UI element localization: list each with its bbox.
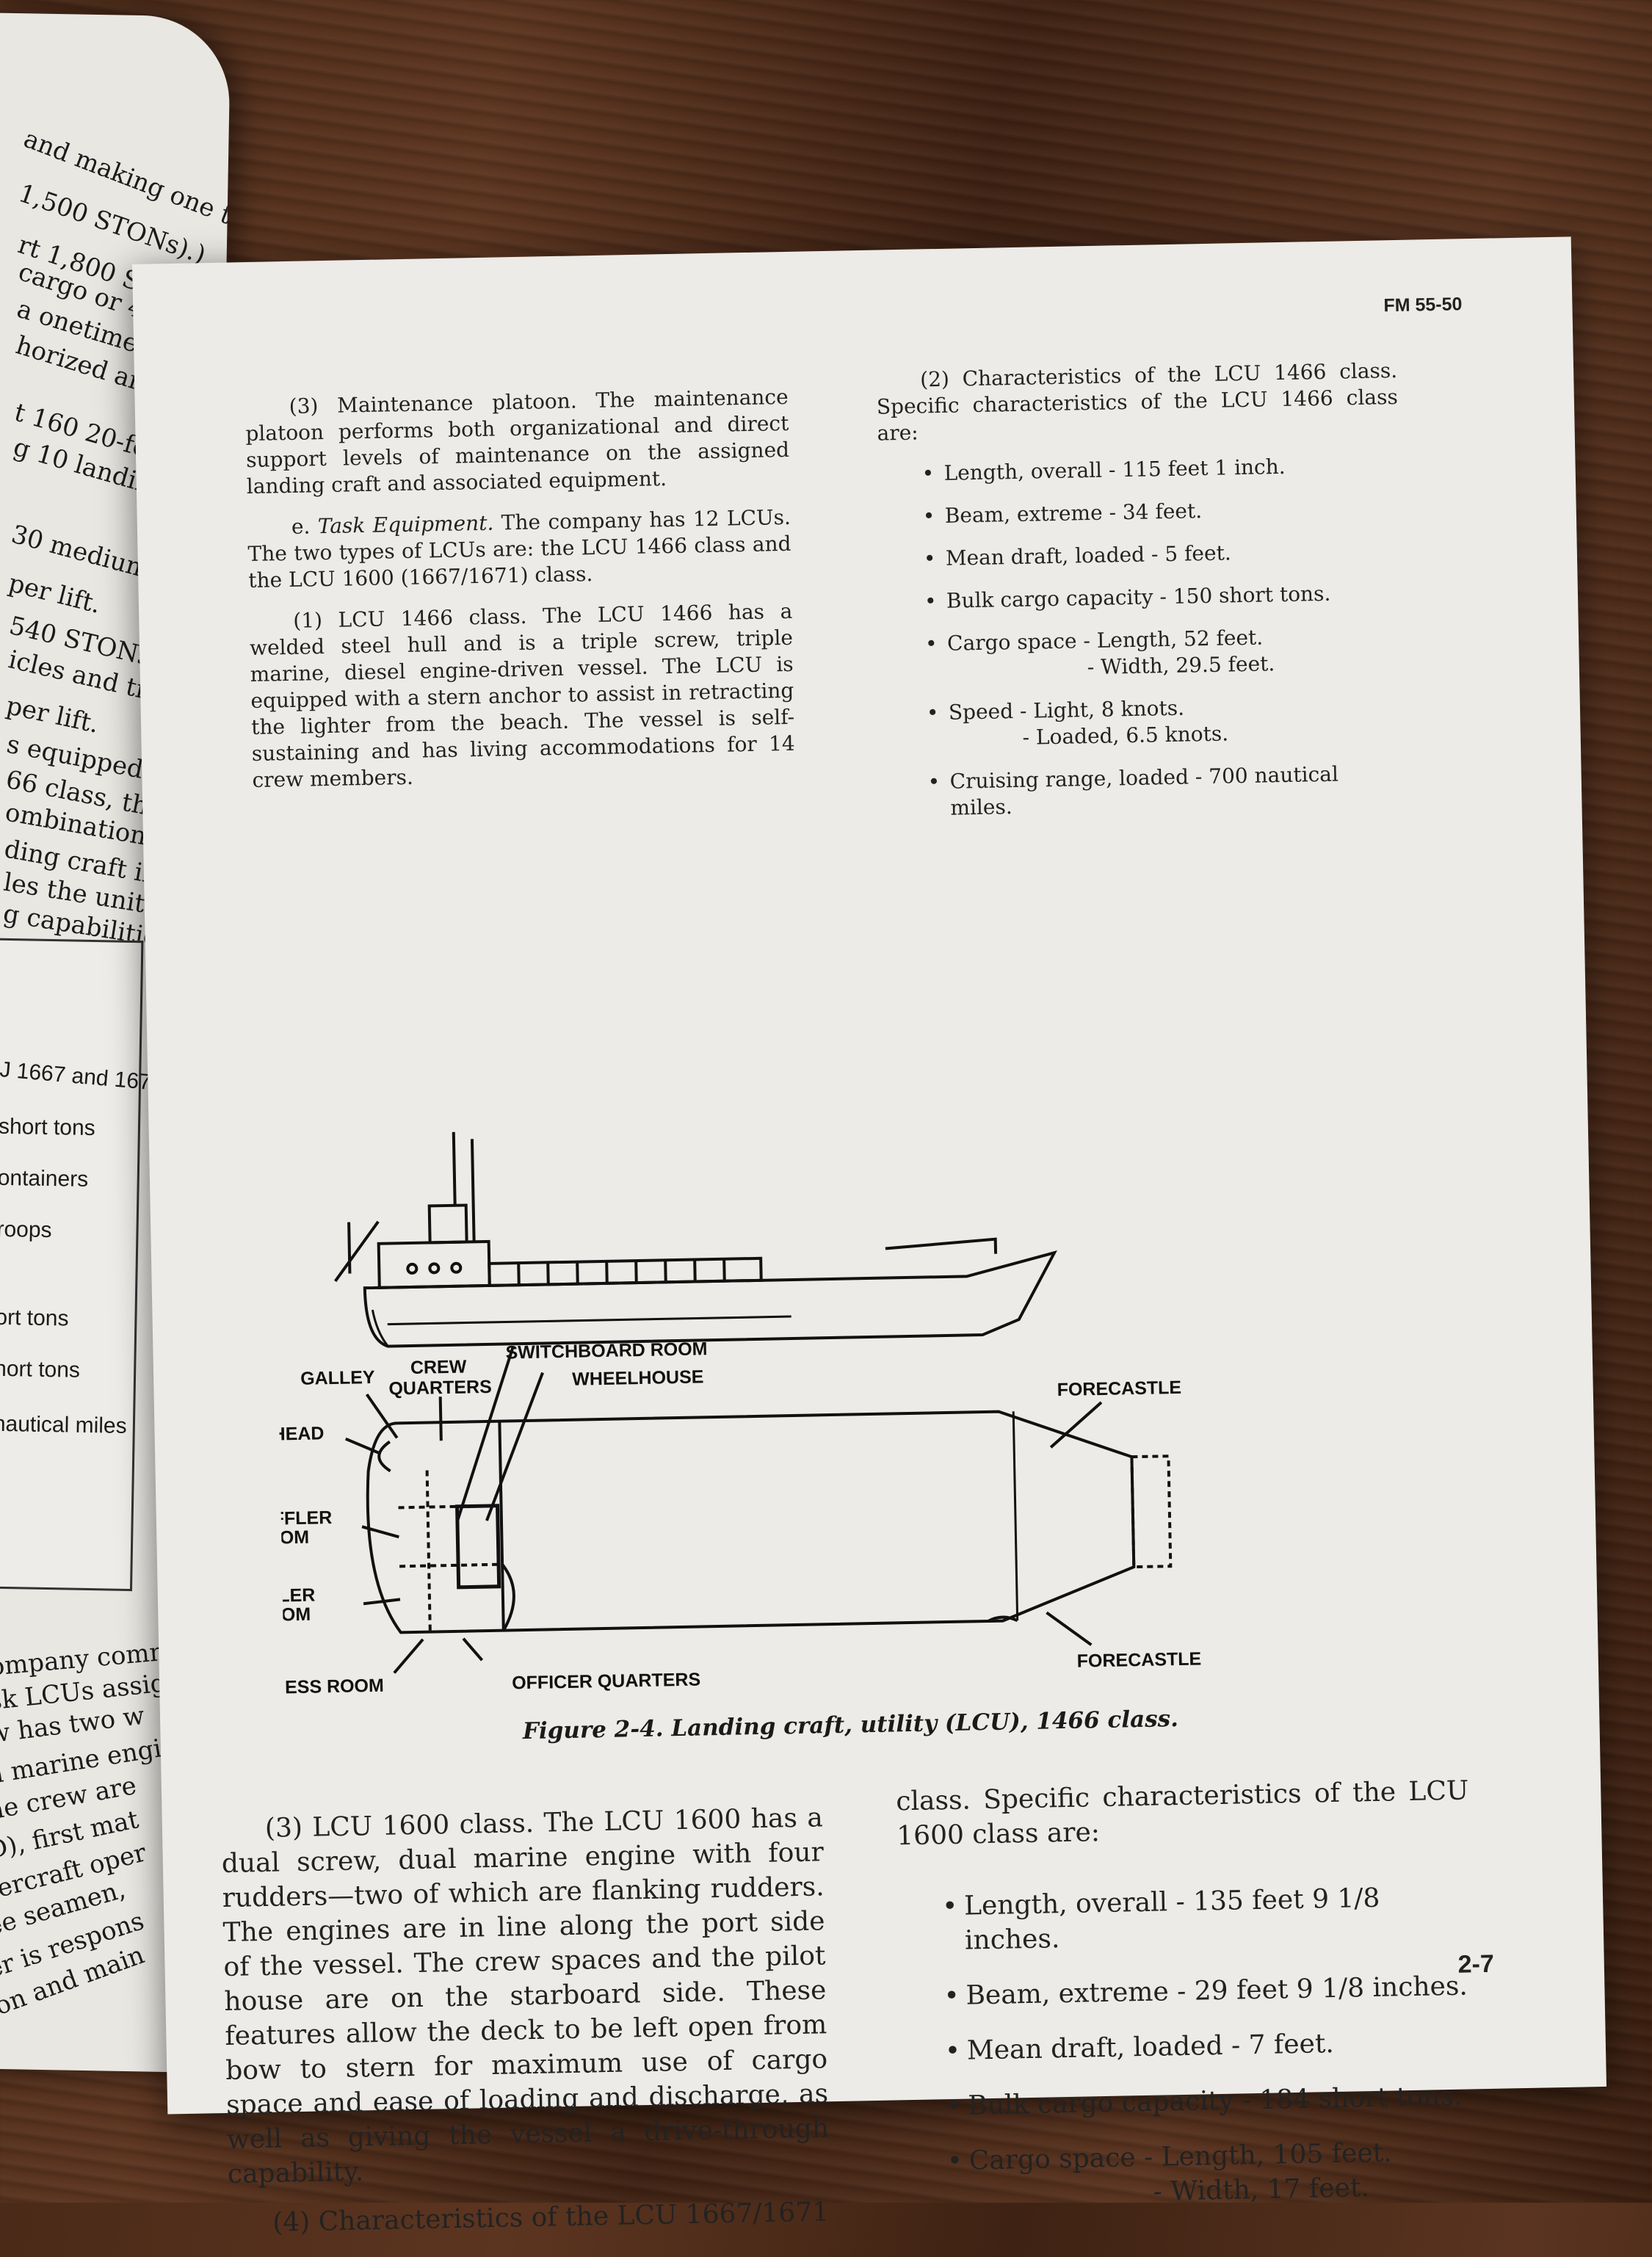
hull-side <box>363 1250 1058 1348</box>
task-equipment-heading: Task Equipment. <box>317 510 494 539</box>
arrow-officer <box>462 1637 484 1662</box>
left-table-cell: ontainers <box>0 1165 89 1192</box>
forecastle-hatch <box>987 1615 1018 1623</box>
paragraph-lcu-1466: (1) LCU 1466 class. The LCU 1466 has a w… <box>249 598 796 792</box>
list-item: Beam, extreme - 34 feet. <box>922 494 1400 529</box>
paragraph-1600-intro: class. Specific characteristics of the L… <box>895 1775 1469 1852</box>
arrow-mess <box>393 1638 424 1674</box>
list-item: Mean draft, loaded - 7 feet. <box>944 2024 1474 2068</box>
list-item: Cruising range, loaded - 700 nautical mi… <box>927 760 1405 822</box>
list-item-cargo-space: Cargo space - Length, 105 feet.- Width, … <box>946 2134 1477 2213</box>
bow-rail <box>885 1237 998 1254</box>
stack <box>470 1139 476 1242</box>
document-id: FM 55-50 <box>1383 294 1463 316</box>
manual-page: FM 55-50 (3) Maintenance platoon. The ma… <box>132 236 1607 2238</box>
lcu-1466-figure: GALLEY CREW QUARTERS SWITCHBOARD ROOM WH… <box>244 1107 1386 1701</box>
arrow-forecastle-bottom <box>1046 1611 1093 1646</box>
paragraph-maintenance-platoon: (3) Maintenance platoon. The maintenance… <box>245 384 790 499</box>
wall-rib <box>605 1261 609 1283</box>
left-page-table <box>0 938 144 1592</box>
label-officer-quarters: OFFICER QUARTERS <box>512 1669 700 1693</box>
wall-rib <box>664 1260 667 1283</box>
arrow-wheelhouse <box>485 1372 544 1521</box>
officer-door <box>501 1563 515 1631</box>
lower-right-column: class. Specific characteristics of the L… <box>896 1773 1477 2234</box>
label-crew: CREW <box>410 1357 467 1378</box>
list-item: Beam, extreme - 29 feet 9 1/8 inches. <box>943 1968 1473 2013</box>
head-symbol <box>377 1440 391 1473</box>
label-muffler-room: ROOM <box>274 1527 310 1548</box>
mast <box>452 1131 457 1206</box>
partition <box>399 1562 503 1568</box>
plan-view <box>366 1410 1173 1634</box>
list-item-speed: Speed - Light, 8 knots.- Loaded, 6.5 kno… <box>927 691 1405 753</box>
switchboard-room-block <box>455 1504 501 1590</box>
label-muffler: MUFFLER <box>274 1507 333 1529</box>
arrow-switchboard <box>456 1347 515 1522</box>
cargo-length: Cargo space - Length, 52 feet. <box>946 625 1264 656</box>
wall-rib <box>634 1261 638 1283</box>
bulkhead <box>498 1421 505 1631</box>
list-item: Bulk cargo capacity - 184 short tons. <box>946 2079 1475 2123</box>
speed-light: Speed - Light, 8 knots. <box>948 695 1185 725</box>
side-profile <box>334 1131 1058 1348</box>
list-1466-characteristics: Length, overall - 115 feet 1 inch. Beam,… <box>921 452 1405 822</box>
label-quarters: QUARTERS <box>388 1377 492 1399</box>
pilot-house <box>427 1203 468 1245</box>
figure-caption: Figure 2-4. Landing craft, utility (LCU)… <box>522 1706 1179 1745</box>
porthole <box>428 1262 441 1275</box>
list-item-cargo-space: Cargo space - Length, 52 feet.- Width, 2… <box>925 622 1403 684</box>
forecastle-bulkhead <box>1012 1411 1019 1621</box>
leader-arrows <box>344 1347 1103 1674</box>
list-1600-characteristics: Length, overall - 135 feet 9 1/8 inches.… <box>942 1879 1477 2213</box>
stern-curve <box>371 1309 389 1347</box>
list-item: Mean draft, loaded - 5 feet. <box>924 537 1402 572</box>
label-switchboard-room: SWITCHBOARD ROOM <box>505 1338 707 1363</box>
paragraph-task-equipment: e. Task Equipment. The company has 12 LC… <box>247 504 792 594</box>
page-number: 2-7 <box>1457 1949 1495 1979</box>
label-mess-room: MESS ROOM <box>274 1675 384 1698</box>
cargo-wing-wall <box>488 1256 763 1287</box>
label-head: HEAD <box>274 1423 325 1444</box>
label-forecastle-bottom: FORECASTLE <box>1076 1648 1201 1671</box>
cargo-length: Cargo space - Length, 105 feet. <box>968 2137 1392 2176</box>
wall-rib <box>576 1261 579 1284</box>
cargo-width: - Width, 17 feet. <box>1153 2173 1370 2207</box>
list-item: Bulk cargo capacity - 150 short tons. <box>924 579 1402 615</box>
partition <box>425 1470 432 1632</box>
left-table-cell: ort tons <box>0 1305 69 1331</box>
lower-left-column: (3) LCU 1600 class. The LCU 1600 has a d… <box>220 1800 830 2256</box>
figure-labels: GALLEY CREW QUARTERS SWITCHBOARD ROOM WH… <box>244 1338 1202 1698</box>
bow-ramp <box>1130 1454 1173 1569</box>
arrow-forecastle-top <box>1049 1401 1103 1449</box>
paragraph-1466-characteristics: (2) Characteristics of the LCU 1466 clas… <box>876 358 1399 446</box>
list-item: Length, overall - 135 feet 9 1/8 inches. <box>942 1879 1472 1958</box>
label-wheelhouse: WHEELHOUSE <box>572 1366 704 1389</box>
paragraph-lcu-1600: (3) LCU 1600 class. The LCU 1600 has a d… <box>221 1803 830 2189</box>
left-table-cell: nautical miles <box>0 1411 127 1438</box>
upper-left-column: (3) Maintenance platoon. The maintenance… <box>244 384 796 808</box>
arrow-boiler <box>363 1598 401 1606</box>
left-table-cell: short tons <box>0 1114 95 1141</box>
arrow-head <box>344 1437 380 1454</box>
left-table-cell: roops <box>0 1217 52 1243</box>
arrow-muffler <box>361 1525 399 1539</box>
label-boiler-room: ROOM <box>274 1604 311 1626</box>
porthole <box>406 1262 419 1275</box>
wall-rib <box>517 1263 521 1286</box>
left-table-cell: hort tons <box>0 1356 81 1383</box>
wall-rib <box>722 1258 726 1281</box>
arrow-galley <box>365 1394 399 1439</box>
crane-arm <box>334 1220 380 1283</box>
upper-right-column: (2) Characteristics of the LCU 1466 clas… <box>876 358 1406 839</box>
label-galley: GALLEY <box>300 1367 375 1389</box>
label-forecastle-top: FORECASTLE <box>1057 1377 1181 1400</box>
list-item: Length, overall - 115 feet 1 inch. <box>921 452 1399 487</box>
paragraph-1667-heading: (4) Characteristics of the LCU 1667/1671 <box>272 2197 830 2238</box>
porthole <box>450 1261 463 1274</box>
waterline <box>387 1315 791 1326</box>
paragraph-lead: e. <box>291 514 319 539</box>
lcu-diagram: GALLEY CREW QUARTERS SWITCHBOARD ROOM WH… <box>244 1131 1202 1698</box>
